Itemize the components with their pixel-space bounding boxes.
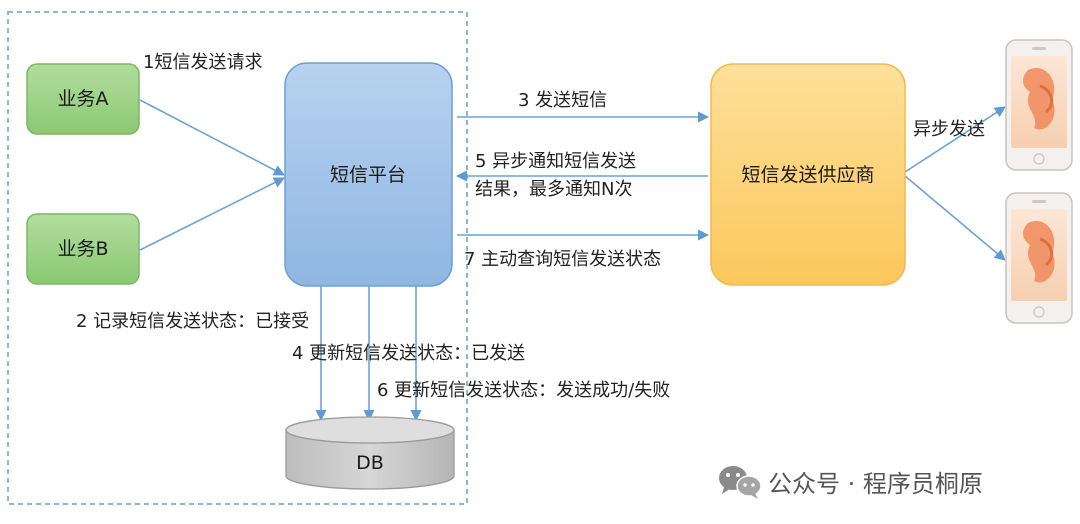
label-step4: 4 更新短信发送状态：已发送 [292,343,525,364]
label-step7: 7 主动查询短信发送状态 [464,249,661,270]
phone-icon-bottom [1005,192,1073,324]
node-sms-platform-label: 短信平台 [330,164,406,186]
label-step5-line2: 结果，最多通知N次 [475,179,632,200]
node-biz-b-label: 业务B [57,238,108,260]
label-async-send: 异步发送 [913,119,985,140]
node-biz-b: 业务B [26,213,140,285]
node-sms-platform: 短信平台 [284,62,453,287]
watermark-text: 公众号 · 程序员桐原 [768,470,983,498]
system-boundary [7,11,468,505]
label-step3: 3 发送短信 [518,90,607,111]
label-step5-line1: 5 异步通知短信发送 [475,151,636,172]
label-step6: 6 更新短信发送状态：发送成功/失败 [377,380,670,401]
node-db-label: DB [356,452,384,474]
label-step2: 2 记录短信发送状态：已接受 [76,311,309,332]
node-sms-provider: 短信发送供应商 [710,63,906,286]
arrow-biz-a-to-platform [139,99,285,176]
node-biz-a: 业务A [26,63,140,135]
watermark: 公众号 · 程序员桐原 [719,466,983,499]
node-biz-a-label: 业务A [58,88,109,110]
arrow-provider-to-phone-top [904,106,1006,173]
arrow-provider-to-phone-bottom [904,175,1006,261]
arrow-biz-b-to-platform [139,177,286,251]
phone-icon-top [1005,39,1073,171]
label-step1: 1短信发送请求 [143,52,262,73]
node-db: DB [285,416,455,490]
wechat-icon [719,466,762,499]
node-sms-provider-label: 短信发送供应商 [741,164,874,186]
